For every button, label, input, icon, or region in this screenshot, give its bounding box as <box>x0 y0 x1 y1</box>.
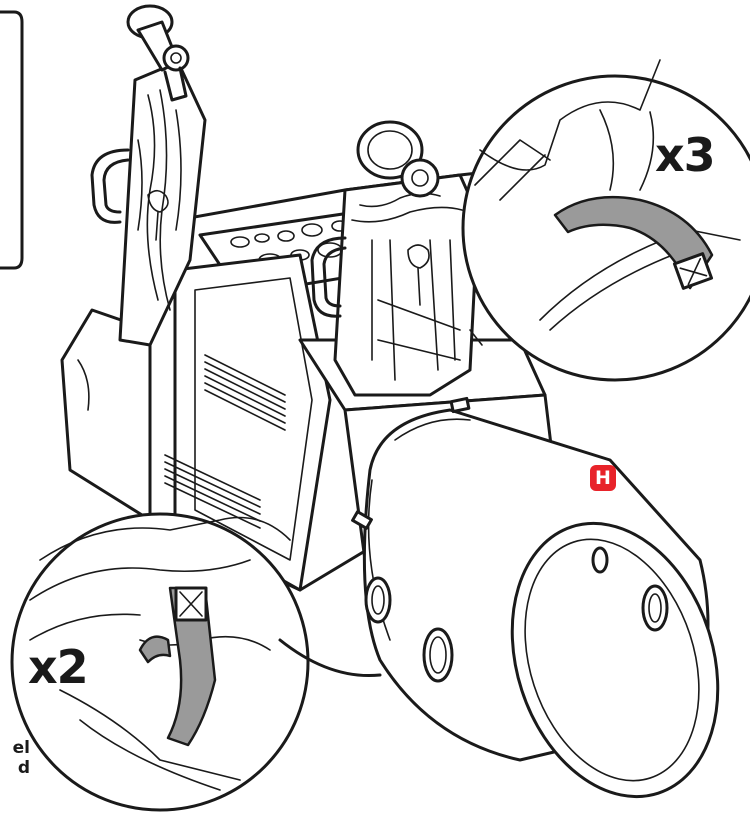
info-box-fragment <box>0 10 24 270</box>
cropped-text: el d <box>0 738 30 778</box>
detail-circle-bottom-left <box>10 512 310 812</box>
left-lamp <box>126 4 190 102</box>
cropped-text-line-1: el <box>12 738 30 758</box>
part-label-badge: H <box>590 465 616 491</box>
cropped-text-line-2: d <box>17 758 30 778</box>
left-wood-panel <box>90 60 207 347</box>
detail-circle-top-right <box>461 59 750 382</box>
right-wood-panel <box>310 120 480 397</box>
large-tube <box>351 396 720 799</box>
quantity-label-x3: x3 <box>655 128 716 182</box>
quantity-label-x2: x2 <box>28 640 89 694</box>
